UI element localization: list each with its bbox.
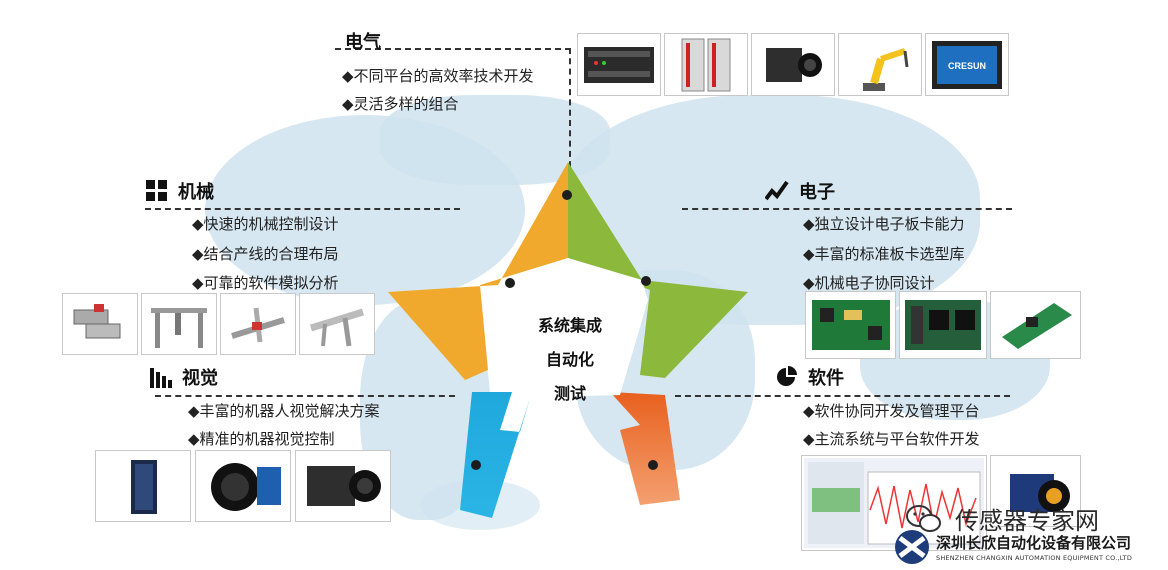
section-electronics-title: 电子 [765, 178, 835, 204]
center-line-1: 系统集成 [537, 316, 602, 335]
center-line-3: 测试 [553, 384, 586, 403]
camera-with-lens-image [195, 450, 291, 522]
electrical-bullet-1: ◆不同平台的高效率技术开发 [342, 67, 534, 85]
vision-bullet-1: ◆丰富的机器人视觉解决方案 [188, 402, 380, 420]
vision-bullet-2: ◆精准的机器视觉控制 [188, 430, 335, 448]
company-name-cn: 深圳长欣自动化设备有限公司 [936, 534, 1132, 552]
center-line-2: 自动化 [545, 350, 594, 369]
software-bullet-1: ◆软件协同开发及管理平台 [803, 402, 980, 420]
star-segment-mechanical [388, 162, 568, 380]
section-mechanical-title: 机械 [146, 178, 214, 204]
software-bullet-2: ◆主流系统与平台软件开发 [803, 430, 980, 448]
section-vision-title: 视觉 [150, 364, 218, 390]
mechanical-bullet-1: ◆快速的机械控制设计 [192, 215, 339, 233]
star-segment-electronics [568, 162, 748, 378]
pie-chart-icon [777, 366, 797, 386]
circuit-board-1-image [805, 291, 896, 359]
circuit-board-2-image [899, 291, 987, 359]
plc-controller-image [577, 33, 661, 96]
section-software-title: 软件 [776, 364, 844, 390]
wave-line-icon [765, 180, 789, 201]
electronics-bullet-3: ◆机械电子协同设计 [803, 274, 935, 292]
xy-stage-image [220, 293, 296, 355]
linear-module-image [299, 293, 375, 355]
software-screenshot-image [801, 455, 987, 551]
electronics-bullet-1: ◆独立设计电子板卡能力 [803, 215, 965, 233]
mechanical-bullet-2: ◆结合产线的合理布局 [192, 245, 339, 263]
electrical-bullet-2: ◆灵活多样的组合 [342, 95, 459, 113]
watermark-text: 传感器专家网 [955, 507, 1099, 535]
servo-drive-image [664, 33, 748, 96]
star-segment-vision [460, 392, 530, 518]
grid-squares-icon [146, 180, 167, 201]
wechat-icon [906, 505, 941, 532]
electronics-bullet-2: ◆丰富的标准板卡选型库 [803, 245, 965, 263]
star-segment-software [610, 392, 680, 505]
gantry-frame-image [141, 293, 217, 355]
panel-brand-text: CRESUN [948, 61, 986, 71]
bar-chart-icon [150, 368, 172, 388]
linear-actuator-image [62, 293, 138, 355]
touch-panel-image: CRESUN [925, 33, 1009, 96]
circuit-board-3-image [990, 291, 1081, 359]
machine-vision-camera-image [295, 450, 391, 522]
company-name-en: SHENZHEN CHANGXIN AUTOMATION EQUIPMENT C… [936, 554, 1133, 562]
industrial-robot-arm-image [838, 33, 922, 96]
mechanical-bullet-3: ◆可靠的软件模拟分析 [192, 274, 339, 292]
company-logo-icon [895, 530, 929, 564]
smart-camera-image [990, 455, 1081, 527]
industrial-camera-image [751, 33, 835, 96]
section-electrical-title: 电气 [345, 32, 381, 53]
line-scan-camera-image [95, 450, 191, 522]
